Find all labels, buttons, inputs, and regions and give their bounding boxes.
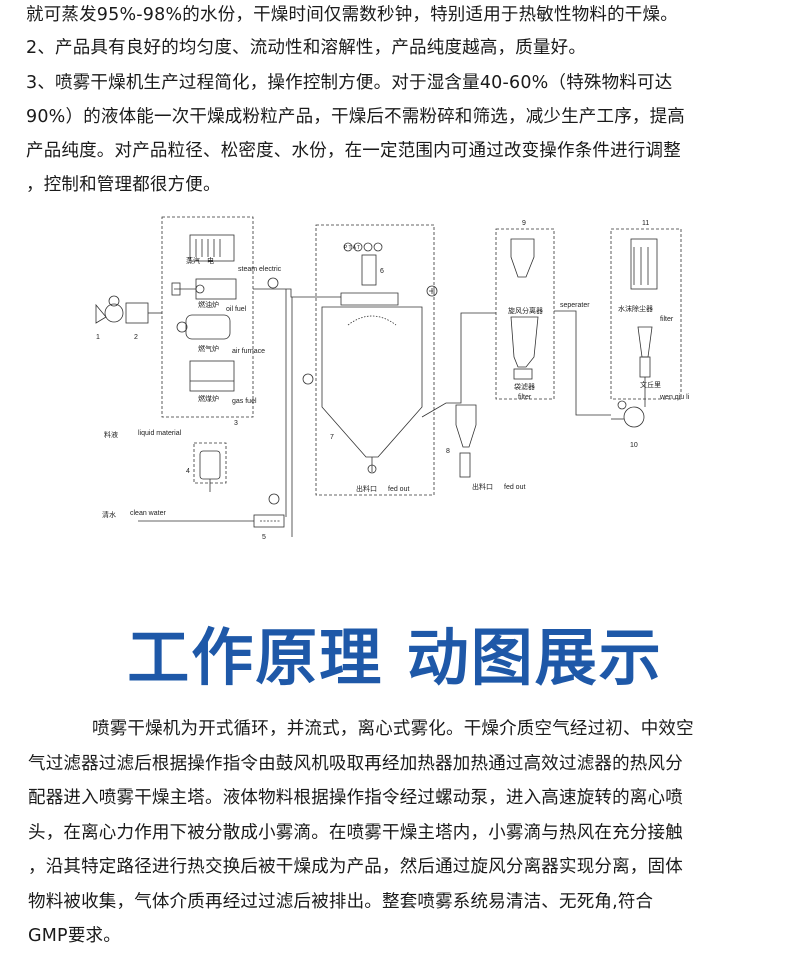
section-heading: 工作原理 动图展示 [127, 621, 663, 694]
label: gas fuel [232, 398, 257, 405]
exhaust-fan-10-icon [623, 406, 645, 428]
label: 燃气炉 [198, 344, 219, 353]
coal-furnace-icon [189, 360, 235, 392]
scrubber-11-icon [630, 238, 658, 290]
label: 袋滤器 [514, 382, 535, 391]
intro-line: ，控制和管理都很方便。 [26, 175, 221, 195]
feed-dashed-box [193, 442, 227, 484]
filter-2-icon [125, 302, 149, 324]
drying-tower-icon [321, 306, 423, 458]
label: 燃煤炉 [198, 394, 219, 403]
spray-dryer-process-diagram: 蒸汽 电 steam electric 燃油炉 oil fuel 燃气炉 air… [95, 216, 690, 541]
label: 2 [134, 334, 138, 341]
label: 旋风分离器 [508, 306, 543, 315]
label: steam electric [238, 266, 282, 273]
label: liquid material [138, 430, 182, 437]
cyclone-9-icon [510, 238, 535, 278]
label: 11 [642, 220, 649, 227]
principle-line: ，沿其特定路径进行热交换后被干燥成为产品，然后通过旋风分离器实现分离，固体 [28, 857, 683, 877]
oil-furnace-icon [195, 278, 237, 300]
label: 文丘里 [640, 380, 661, 389]
gas-furnace-icon [185, 314, 231, 340]
steam-heater-icon [189, 234, 235, 262]
principle-line: 气过滤器过滤后根据操作指令由鼓风机吸取再经加热器加热通过高效过滤器的热风分 [28, 753, 683, 774]
label: P T A T [344, 245, 360, 251]
label: 4 [186, 468, 190, 475]
label: seperater [560, 302, 590, 309]
label: air furnace [232, 348, 265, 355]
principle-line: 头，在离心力作用下被分散成小雾滴。在喷雾干燥主塔内，小雾滴与热风在充分接触 [28, 822, 683, 843]
label: 5 [262, 534, 266, 541]
heater-dashed-box [161, 216, 254, 418]
tower-dashed-box [315, 224, 435, 496]
label: 1 [96, 334, 100, 341]
label: fed out [388, 486, 409, 493]
label: 蒸汽 电 [186, 256, 214, 265]
intro-line: 就可蒸发95%-98%的水份，干燥时间仅需数秒钟，特别适用于热敏性物料的干燥。 [26, 5, 678, 25]
label: fed out [504, 484, 525, 491]
principle-line: 喷雾干燥机为开式循环，并流式，离心式雾化。干燥介质空气经过初、中效空 [92, 719, 694, 739]
label: oil fuel [226, 306, 247, 313]
label: 9 [522, 220, 526, 227]
label: filter [660, 316, 674, 323]
label: 3 [234, 420, 238, 427]
cyclone-8-icon [455, 404, 477, 448]
label: 出料口 [472, 482, 493, 491]
label: 出料口 [356, 484, 377, 493]
label: 6 [380, 268, 384, 275]
label: 料液 [104, 430, 118, 439]
principle-line: 物料被收集，气体介质再经过过滤后被排出。整套喷雾系统易清洁、无死角,符合 [28, 891, 654, 912]
label: 清水 [102, 510, 116, 519]
label: 燃油炉 [198, 300, 219, 309]
filter-dashed-box [495, 228, 555, 400]
tower-top-icon [361, 254, 377, 286]
principle-paragraph: 喷雾干燥机为开式循环，并流式，离心式雾化。干燥介质空气经过初、中效空 气过滤器过… [28, 712, 778, 954]
label: 水沫除尘器 [618, 304, 653, 313]
label: clean water [130, 510, 166, 517]
fan-1-icon [104, 303, 124, 323]
intro-line: 2、产品具有良好的均匀度、流动性和溶解性，产品纯度越高，质量好。 [26, 38, 587, 58]
label: filter [518, 394, 532, 401]
intro-line: 产品纯度。对产品粒径、松密度、水份，在一定范围内可通过改变操作条件进行调整 [26, 141, 681, 161]
label: wen qiu li [659, 394, 690, 401]
scrubber-dashed-box [610, 228, 682, 400]
pump-5-icon [253, 514, 285, 528]
intro-line: 90%）的液体能一次干燥成粉粒产品，干燥后不需粉碎和筛选，减少生产工序，提高 [26, 107, 685, 127]
intro-line: 3、喷雾干燥机生产过程简化，操作控制方便。对于湿含量40-60%（特殊物料可达 [26, 73, 673, 93]
label: 8 [446, 448, 450, 455]
label: 7 [330, 434, 334, 441]
thermometer-icon [267, 277, 279, 289]
principle-line: GMP要求。 [28, 926, 121, 946]
feed-tank-4-icon [199, 450, 221, 480]
label: 10 [630, 442, 638, 449]
principle-line: 配器进入喷雾干燥主塔。液体物料根据操作指令经过螺动泵，进入高速旋转的离心喷 [28, 788, 683, 808]
